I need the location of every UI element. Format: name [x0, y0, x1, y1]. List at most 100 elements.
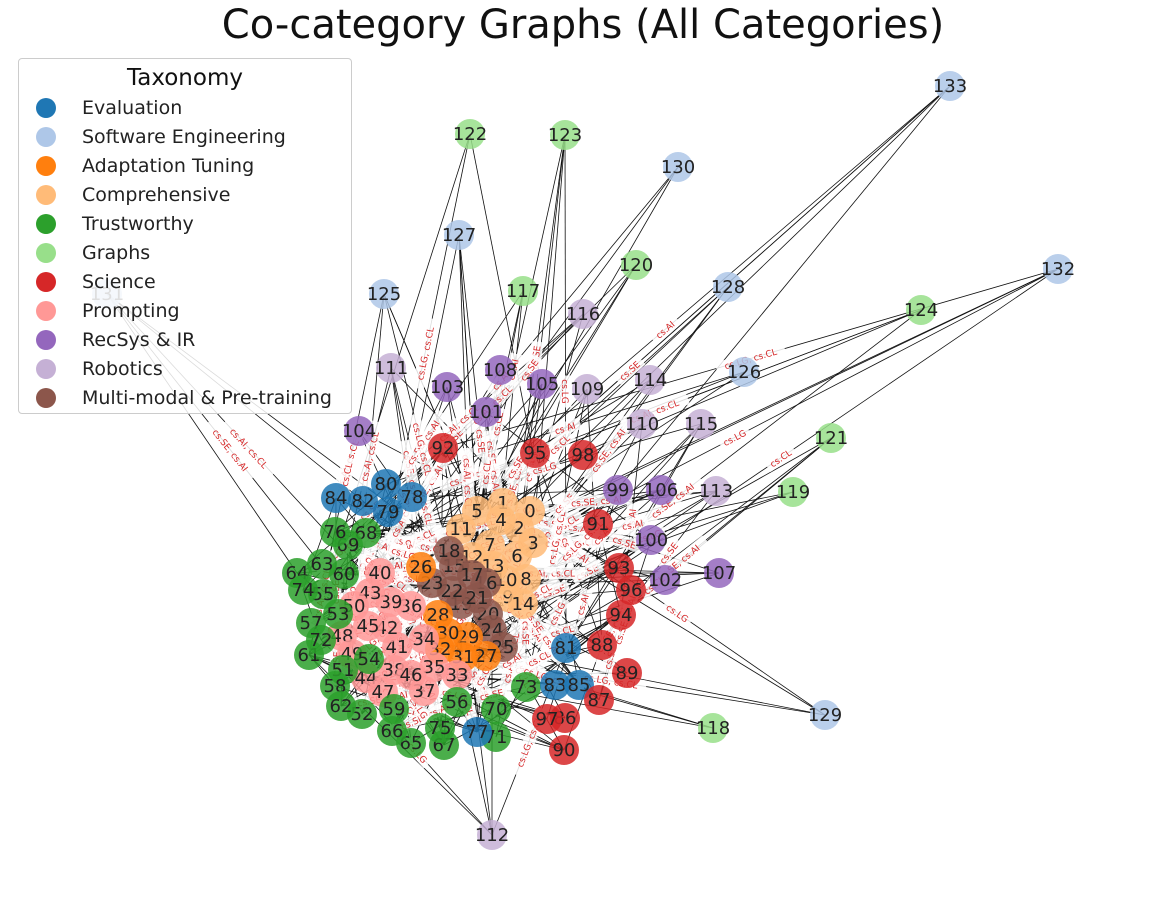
- node-circle: [409, 624, 439, 654]
- node-circle: [377, 716, 407, 746]
- node-103: 103: [430, 372, 464, 402]
- node-circle: [540, 670, 570, 700]
- node-circle: [425, 713, 455, 743]
- node-circle: [511, 672, 541, 702]
- node-circle: [508, 589, 538, 619]
- node-54: 54: [354, 644, 384, 674]
- node-108: 108: [483, 355, 517, 385]
- legend-label: Adaptation Tuning: [82, 154, 255, 177]
- node-84: 84: [321, 483, 351, 513]
- node-46: 46: [396, 660, 426, 690]
- node-label: 101: [469, 402, 503, 423]
- node-119: 119: [776, 477, 810, 507]
- node-120: 120: [619, 250, 653, 280]
- node-circle: [462, 583, 492, 613]
- node-label: 34: [413, 629, 436, 650]
- legend-swatch: [36, 184, 56, 205]
- legend-label: Prompting: [82, 299, 180, 322]
- node-label: 17: [461, 565, 484, 586]
- node-118: 118: [696, 713, 730, 743]
- legend-item: Trustworthy: [19, 209, 351, 238]
- node-circle: [471, 641, 501, 671]
- node-115: 115: [684, 409, 718, 439]
- node-circle: [612, 658, 642, 688]
- edge-label-bg: [763, 444, 798, 472]
- node-circle: [816, 423, 846, 453]
- node-116: 116: [566, 299, 600, 329]
- node-circle: [369, 279, 399, 309]
- node-circle: [935, 71, 965, 101]
- node-circle: [481, 694, 511, 724]
- node-label: 80: [375, 474, 398, 495]
- node-label: 102: [648, 570, 682, 591]
- node-circle: [587, 630, 617, 660]
- edge-label-text: cs.SE: [473, 429, 486, 454]
- node-circle: [462, 717, 492, 747]
- legend-label: RecSys & IR: [82, 328, 196, 351]
- node-circle: [568, 299, 598, 329]
- node-105: 105: [525, 369, 559, 399]
- node-circle: [616, 575, 646, 605]
- node-label: 79: [377, 502, 400, 523]
- node-label: 108: [483, 360, 517, 381]
- legend-label: Evaluation: [82, 96, 183, 119]
- legend-swatch: [36, 213, 56, 234]
- node-label: 45: [357, 616, 380, 637]
- node-label: 115: [684, 414, 718, 435]
- node-label: 53: [327, 604, 350, 625]
- node-label: 76: [324, 522, 347, 543]
- node-label: 6: [511, 546, 522, 567]
- node-circle: [646, 475, 676, 505]
- node-label: 112: [475, 825, 509, 846]
- node-label: 96: [620, 580, 643, 601]
- node-circle: [527, 369, 557, 399]
- node-113: 113: [699, 476, 733, 506]
- node-label: 4: [495, 510, 506, 531]
- node-62: 62: [326, 691, 356, 721]
- node-label: 2: [513, 518, 524, 539]
- node-21: 21: [462, 583, 492, 613]
- edge-label: cs.AI: [648, 314, 682, 345]
- node-circle: [348, 486, 378, 516]
- edge-label-bg: [474, 685, 509, 704]
- node-81: 81: [551, 633, 581, 663]
- node-26: 26: [406, 552, 436, 582]
- node-label: 126: [727, 362, 761, 383]
- node-4: 4: [486, 505, 516, 535]
- node-label: 26: [410, 557, 433, 578]
- node-88: 88: [587, 630, 617, 660]
- node-circle: [606, 600, 636, 630]
- node-circle: [508, 276, 538, 306]
- node-73: 73: [511, 672, 541, 702]
- node-93: 93: [604, 553, 634, 583]
- edge-label-bg: [482, 429, 505, 503]
- node-circle: [729, 357, 759, 387]
- node-label: 95: [524, 443, 547, 464]
- node-94: 94: [606, 600, 636, 630]
- node-label: 118: [696, 718, 730, 739]
- node-34: 34: [409, 624, 439, 654]
- node-130: 130: [661, 152, 695, 182]
- node-label: 27: [475, 646, 498, 667]
- node-label: 93: [608, 558, 631, 579]
- node-122: 122: [453, 119, 487, 149]
- node-126: 126: [727, 357, 761, 387]
- legend-swatch: [36, 126, 56, 147]
- legend-swatch: [36, 242, 56, 263]
- node-circle: [701, 476, 731, 506]
- edge-label-bg: [522, 645, 556, 672]
- edge-label-bg: [654, 536, 683, 570]
- node-label: 97: [536, 709, 559, 730]
- node-circle: [306, 625, 336, 655]
- node-label: 116: [566, 304, 600, 325]
- node-label: 70: [485, 699, 508, 720]
- edge-label: cs.AI: [572, 587, 593, 622]
- node-circle: [419, 652, 449, 682]
- node-label: 90: [553, 740, 576, 761]
- node-107: 107: [702, 558, 736, 588]
- edge-label-bg: [648, 314, 682, 345]
- node-circle: [373, 497, 403, 527]
- node-circle: [704, 558, 734, 588]
